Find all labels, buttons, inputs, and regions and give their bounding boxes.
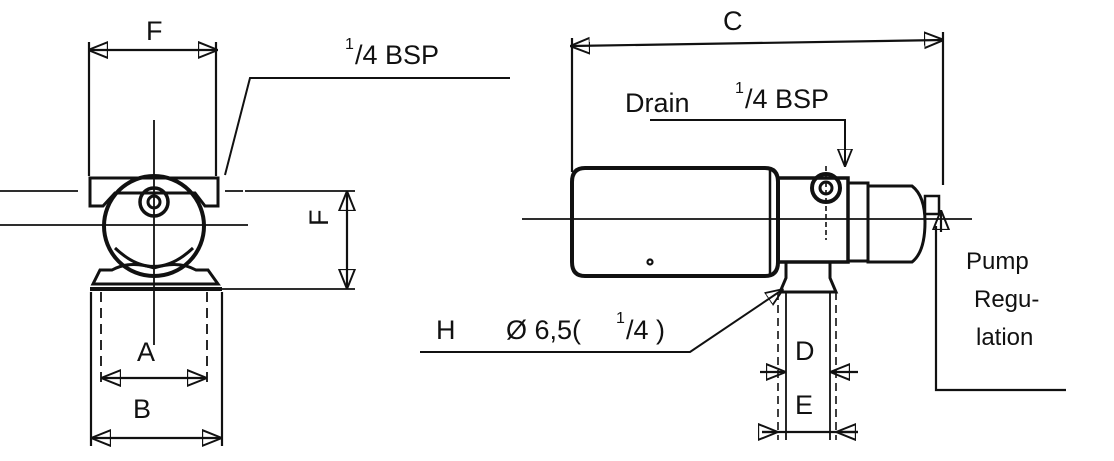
drain-thread-numerator: 1 (735, 80, 744, 97)
hole-diameter-label: Ø 6,5( (506, 315, 582, 345)
hole-diameter-fraction: /4 ) (626, 315, 666, 345)
regulation-label-line1: Pump (966, 248, 1029, 275)
side-regulator-screw (923, 194, 941, 216)
front-base-foot (90, 263, 221, 286)
dim-d-label: D (795, 336, 815, 366)
dim-f-side-label: F (304, 209, 334, 227)
regulation-leader (934, 226, 1066, 392)
front-port-outer (138, 186, 170, 218)
drain-label: Drain (625, 88, 690, 118)
inlet-thread-label: /4 BSP (355, 40, 440, 70)
hole-diameter-leader (420, 290, 782, 353)
dim-e-label: E (795, 390, 814, 420)
dim-c-line (572, 40, 942, 46)
front-top-bracket (88, 176, 220, 208)
dim-f-top-label: F (146, 16, 163, 46)
side-pump-head-band (846, 181, 870, 263)
front-view (0, 42, 510, 446)
side-motor-mark (646, 258, 654, 266)
side-regulator-body (866, 184, 927, 264)
drain-thread-label: /4 BSP (745, 84, 830, 114)
dim-b-label: B (133, 394, 152, 424)
regulation-label-line2: Regu- (974, 286, 1040, 313)
side-mount-foot (777, 262, 839, 294)
inlet-thread-leader (224, 77, 510, 176)
side-motor-body (570, 166, 780, 278)
dim-h-label: H (436, 315, 456, 345)
dim-c-label: C (723, 6, 743, 36)
regulation-label-line3: lation (976, 324, 1034, 351)
front-pump-body (102, 174, 206, 278)
front-port-inner (146, 194, 162, 210)
side-view (420, 32, 1066, 440)
inlet-thread-numerator: 1 (345, 36, 354, 53)
drain-thread-leader (650, 119, 845, 165)
hole-diameter-numerator: 1 (616, 310, 625, 327)
dim-a-label: A (137, 337, 156, 367)
